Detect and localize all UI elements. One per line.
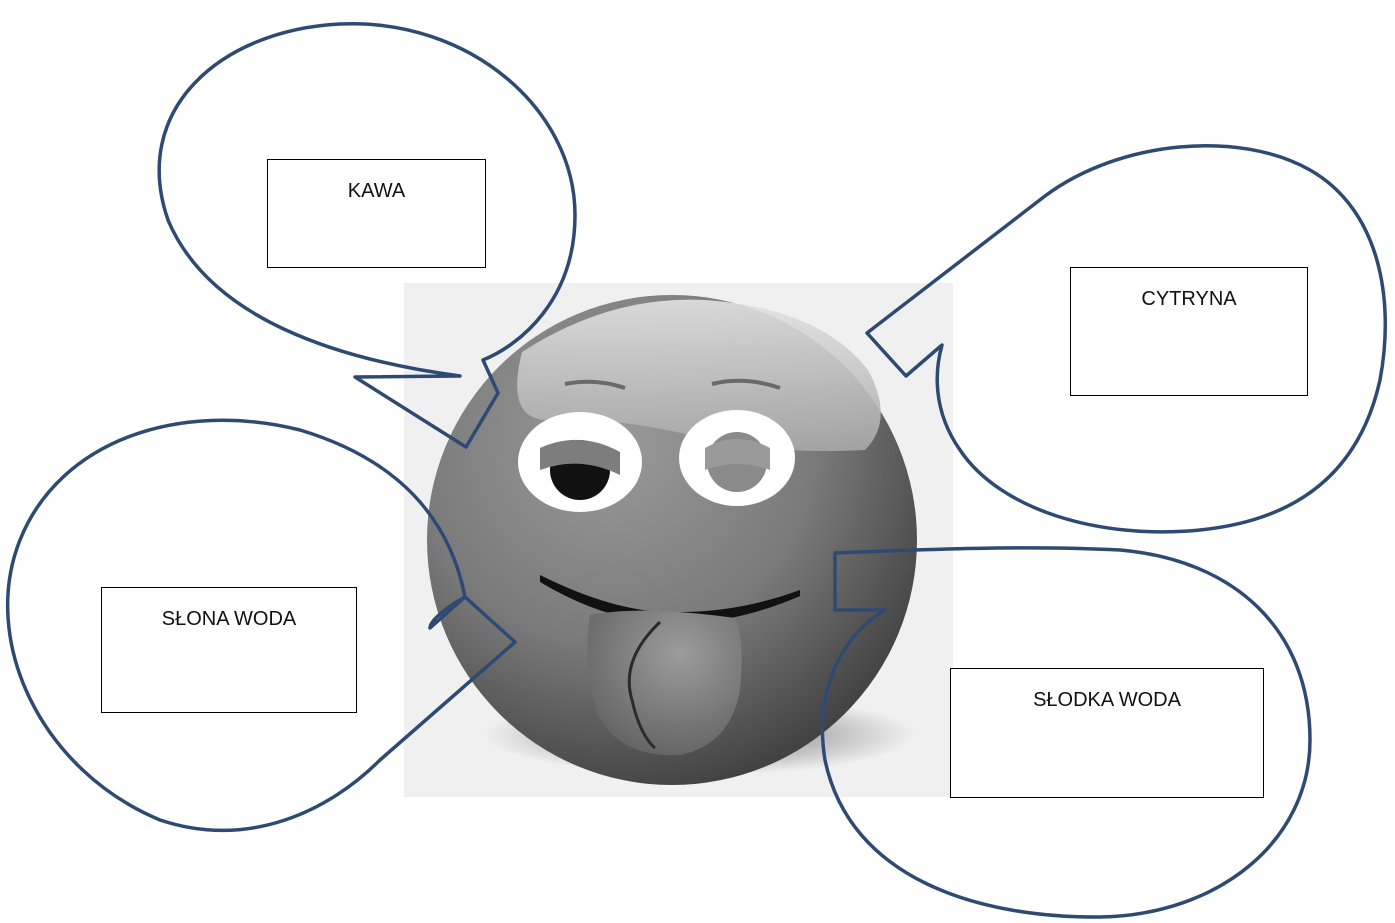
left-eyebrow <box>564 379 626 390</box>
smiley-tongue <box>587 610 742 756</box>
bubble-kawa <box>157 22 577 449</box>
right-eye-lid <box>705 439 770 470</box>
label-box-slona-woda: SŁONA WODA <box>101 587 357 713</box>
tongue-crease <box>627 620 662 750</box>
smiley-shine <box>517 299 881 451</box>
label-kawa: KAWA <box>347 180 406 202</box>
label-cytryna: CYTRYNA <box>1141 288 1237 310</box>
bubble-cytryna <box>865 144 1387 534</box>
label-slodka-woda: SŁODKA WODA <box>1033 689 1181 711</box>
speech-bubbles <box>5 22 1387 919</box>
smiley-mouth <box>540 575 800 624</box>
label-slona-woda: SŁONA WODA <box>161 608 297 630</box>
tongue-out-smiley-icon <box>404 283 953 797</box>
bubble-slona <box>5 418 517 833</box>
right-eyebrow <box>711 378 781 390</box>
bubble-slodka <box>820 546 1312 919</box>
left-eye-lid <box>540 439 620 475</box>
label-box-kawa: KAWA <box>267 159 486 268</box>
label-box-cytryna: CYTRYNA <box>1070 267 1308 396</box>
label-box-slodka-woda: SŁODKA WODA <box>950 668 1264 798</box>
